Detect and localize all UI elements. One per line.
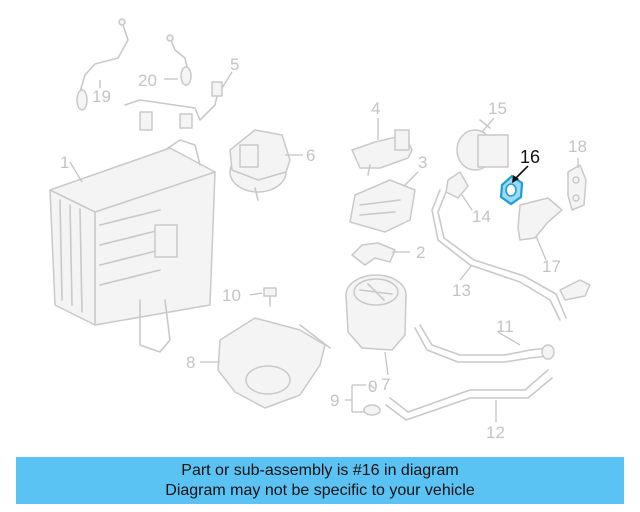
callout-7: 7 (381, 375, 390, 394)
part-19-sensor (76, 18, 129, 111)
callout-19: 19 (92, 87, 111, 106)
callout-1: 1 (60, 153, 69, 172)
part-11-hose (414, 324, 555, 363)
part-15-valve (456, 119, 509, 171)
part-10-bolt (263, 287, 277, 307)
part-3-bracket (349, 179, 416, 233)
part-17-fitting (517, 197, 563, 241)
part-6-valve (229, 129, 291, 201)
nut-zero-mark: 0 (368, 377, 377, 396)
callout-4: 4 (371, 99, 380, 118)
callout-6: 6 (306, 146, 315, 165)
callout-15: 15 (488, 99, 507, 118)
callout-2: 2 (416, 243, 425, 262)
callout-13: 13 (452, 281, 471, 300)
callout-5: 5 (230, 55, 239, 74)
callout-3: 3 (418, 153, 427, 172)
info-banner: Part or sub-assembly is #16 in diagram D… (16, 457, 624, 504)
callout-20: 20 (138, 71, 157, 90)
callout-12: 12 (486, 423, 505, 442)
part-8-bracket (217, 317, 331, 409)
part-12-pipe (385, 369, 553, 421)
part-20-sensor (166, 34, 192, 86)
part-18-gasket (567, 164, 587, 211)
part-13-tube (431, 189, 591, 321)
parts-diagram: 1 2 3 4 5 6 7 8 9 10 11 12 13 14 15 16 1… (49, 18, 591, 442)
callout-16: 16 (520, 147, 540, 167)
callout-numbers: 1 2 3 4 5 6 7 8 9 10 11 12 13 14 15 16 1… (60, 55, 587, 442)
callout-10: 10 (222, 286, 241, 305)
callout-18: 18 (568, 137, 587, 156)
part-2-hose (351, 242, 396, 266)
part-4-check-valve (351, 129, 413, 176)
part-16-gasket (499, 174, 524, 206)
callout-8: 8 (186, 353, 195, 372)
callout-17: 17 (542, 257, 561, 276)
part-14-gasket (445, 171, 469, 199)
part-7-air-pump (345, 274, 407, 351)
part-5-harness (124, 81, 223, 131)
banner-line-disclaimer: Diagram may not be specific to your vehi… (165, 482, 475, 499)
part-9-nut (363, 384, 381, 416)
callout-leaders (69, 71, 579, 422)
callout-11: 11 (496, 317, 514, 336)
banner-line-part: Part or sub-assembly is #16 in diagram (181, 462, 459, 479)
callout-14: 14 (472, 207, 491, 226)
part-1-canister (49, 139, 216, 353)
callout-9: 9 (330, 391, 339, 410)
